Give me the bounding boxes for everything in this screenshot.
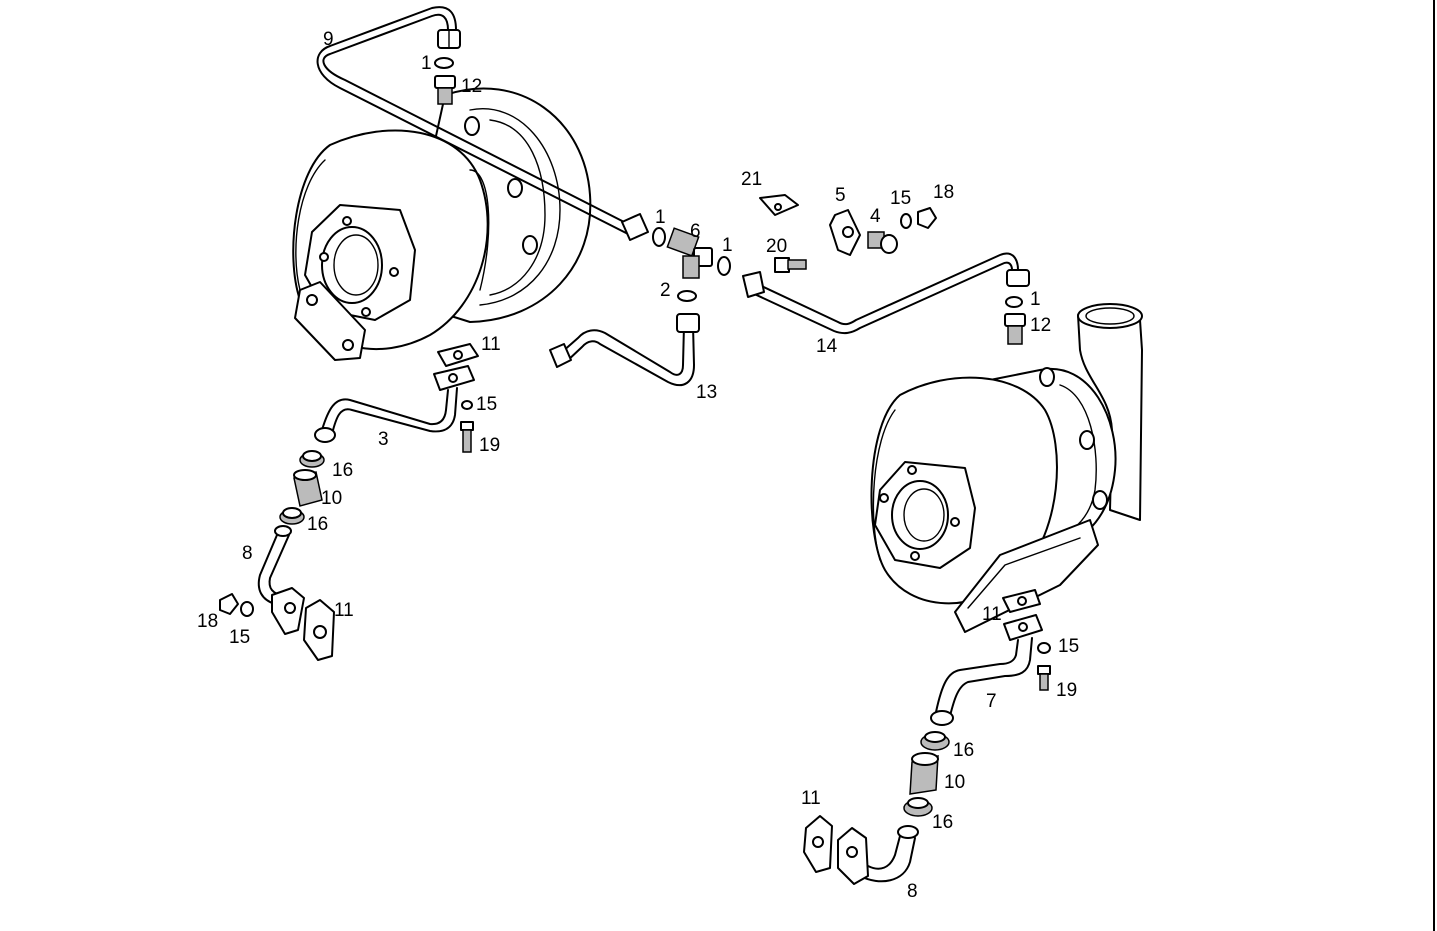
callout-1: 1 bbox=[1030, 289, 1041, 310]
oil-feed-tube-14 bbox=[742, 252, 1030, 335]
callout-7: 7 bbox=[986, 691, 997, 712]
callout-12: 12 bbox=[461, 76, 482, 97]
clip-5 bbox=[829, 209, 861, 256]
hose-10-left bbox=[293, 469, 323, 507]
turbocharger-right bbox=[870, 303, 1143, 633]
bolt-19-right bbox=[1037, 665, 1051, 691]
clamp-16-left-bottom bbox=[279, 507, 305, 525]
callout-11: 11 bbox=[334, 600, 354, 621]
callout-15: 15 bbox=[890, 188, 911, 209]
right-edge-bar bbox=[1433, 0, 1435, 931]
clamp-16-right-top bbox=[920, 731, 950, 751]
bolt-20 bbox=[774, 257, 807, 273]
callout-11: 11 bbox=[481, 334, 501, 355]
callout-11: 11 bbox=[982, 604, 1002, 625]
nut-18-left bbox=[219, 593, 239, 615]
bolt-19-left bbox=[460, 421, 474, 453]
washer-1-mid-left bbox=[652, 227, 666, 247]
washer-1-mid-right bbox=[717, 256, 731, 276]
hose-10-right bbox=[909, 752, 939, 795]
callout-10: 10 bbox=[944, 772, 965, 793]
bracket-21 bbox=[759, 194, 799, 216]
washer-15-right bbox=[1037, 642, 1051, 654]
callout-1: 1 bbox=[722, 235, 733, 256]
gasket-11-left-bottom bbox=[303, 599, 335, 661]
callout-16: 16 bbox=[307, 514, 328, 535]
callout-5: 5 bbox=[835, 185, 846, 206]
callout-1: 1 bbox=[655, 207, 666, 228]
clamp-16-left-top bbox=[299, 450, 325, 468]
callout-1: 1 bbox=[421, 53, 432, 74]
return-tube-8-left bbox=[257, 525, 305, 635]
callout-3: 3 bbox=[378, 429, 389, 450]
washer-2 bbox=[677, 290, 697, 302]
tee-fitting-6 bbox=[666, 227, 713, 279]
callout-13: 13 bbox=[696, 382, 717, 403]
washer-1-top bbox=[434, 57, 454, 69]
nut-18-top bbox=[917, 207, 937, 229]
fitting-12-top bbox=[434, 75, 456, 105]
oil-tube-13 bbox=[549, 313, 700, 387]
washer-15-top bbox=[900, 213, 912, 229]
callout-18: 18 bbox=[933, 182, 954, 203]
gasket-11-left-top bbox=[437, 343, 479, 367]
callout-19: 19 bbox=[479, 435, 500, 456]
fitting-12-right bbox=[1004, 313, 1026, 345]
washer-1-right bbox=[1005, 296, 1023, 308]
callout-16: 16 bbox=[332, 460, 353, 481]
fitting-4 bbox=[867, 231, 898, 254]
callout-16: 16 bbox=[932, 812, 953, 833]
oil-feed-tube-9 bbox=[316, 6, 649, 241]
callout-14: 14 bbox=[816, 336, 838, 357]
gasket-11-right-bottom bbox=[803, 815, 833, 873]
callout-8: 8 bbox=[907, 881, 918, 902]
callout-8: 8 bbox=[242, 543, 253, 564]
callout-18: 18 bbox=[197, 611, 218, 632]
callout-11: 11 bbox=[801, 788, 821, 809]
callout-19: 19 bbox=[1056, 680, 1077, 701]
callout-15: 15 bbox=[229, 627, 250, 648]
washer-15-left-bottom bbox=[240, 601, 254, 617]
turbocharger-left bbox=[292, 87, 592, 361]
callout-15: 15 bbox=[476, 394, 497, 415]
callout-20: 20 bbox=[766, 236, 787, 257]
washer-15-left bbox=[461, 400, 473, 410]
callout-16: 16 bbox=[953, 740, 974, 761]
return-tube-7 bbox=[930, 614, 1043, 726]
callout-labels: 9 1 12 21 5 15 18 4 20 1 6 1 2 11 15 3 1… bbox=[197, 29, 1079, 902]
callout-12: 12 bbox=[1030, 315, 1051, 336]
return-tube-8-right bbox=[837, 825, 919, 885]
callout-10: 10 bbox=[321, 488, 342, 509]
callout-15: 15 bbox=[1058, 636, 1079, 657]
callout-21: 21 bbox=[741, 169, 762, 190]
return-tube-3 bbox=[314, 365, 475, 443]
callout-6: 6 bbox=[690, 221, 701, 242]
callout-9: 9 bbox=[323, 29, 334, 50]
callout-2: 2 bbox=[660, 280, 671, 301]
gasket-11-right-top bbox=[1002, 589, 1041, 613]
callout-4: 4 bbox=[870, 206, 881, 227]
clamp-16-right-bottom bbox=[903, 797, 933, 817]
